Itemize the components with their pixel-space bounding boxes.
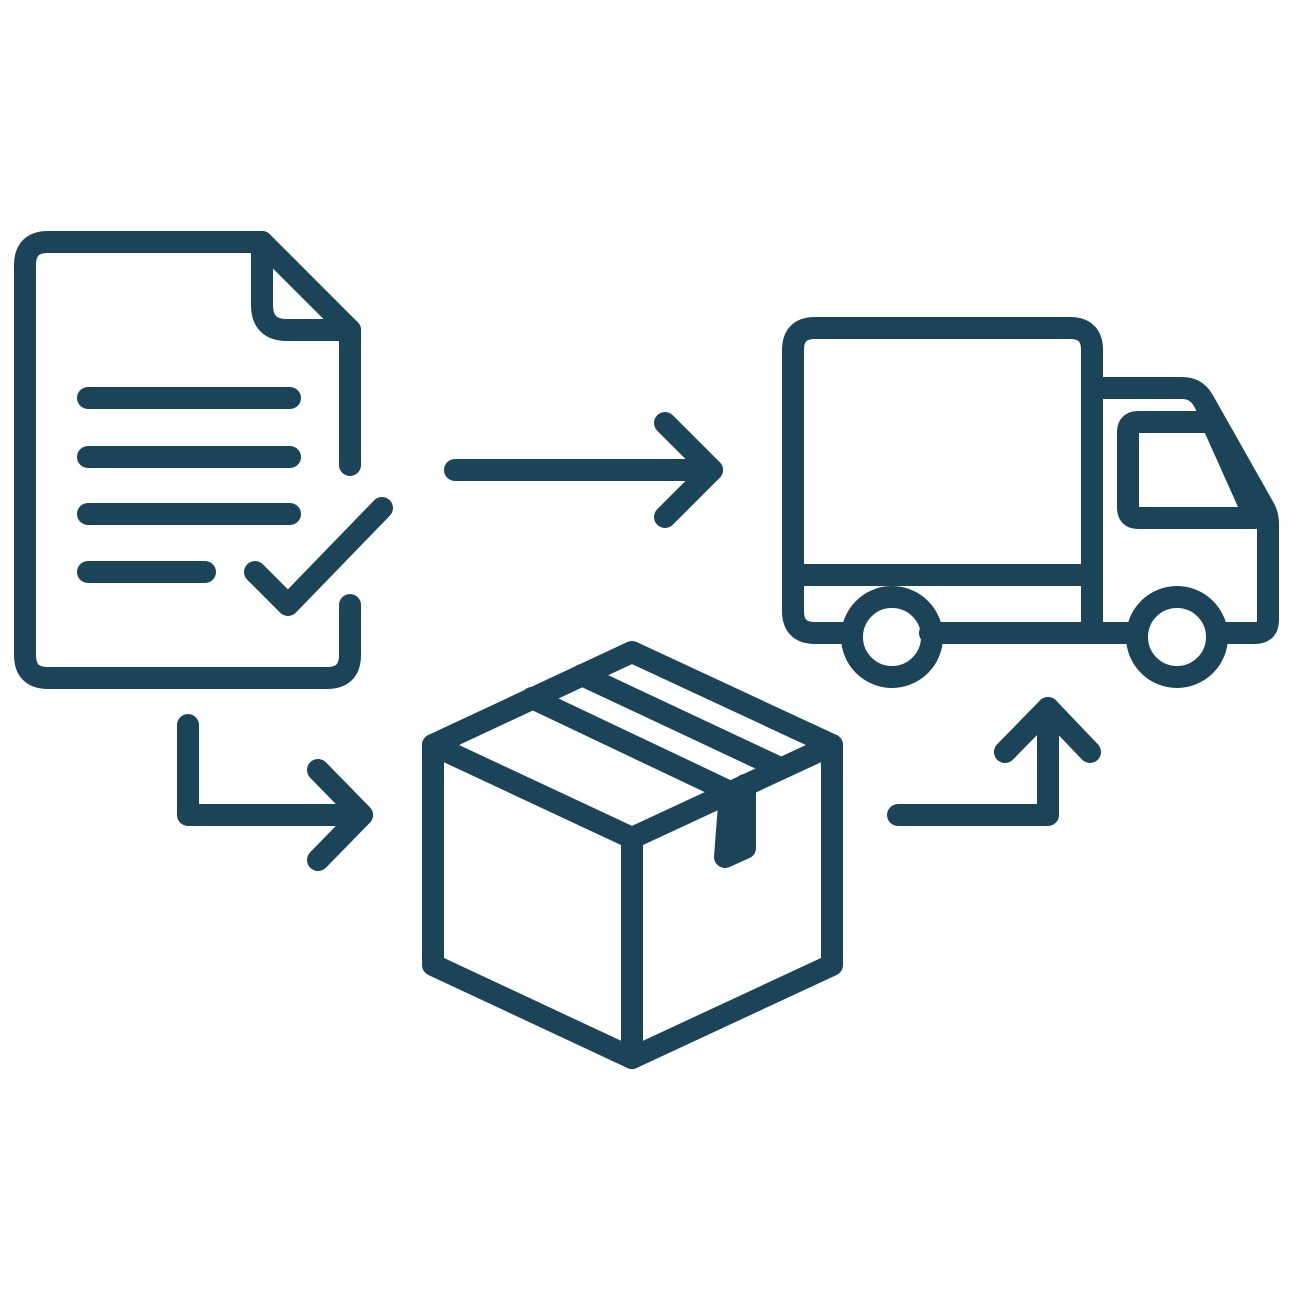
elbow-arrow-shaft	[177, 714, 373, 826]
arrow-right-icon	[444, 412, 723, 528]
truck-cargo-box	[782, 317, 1103, 644]
arrow-head	[654, 412, 723, 528]
checkmark-icon	[244, 497, 393, 616]
box-tape-left	[521, 687, 741, 803]
box-tape-flap	[714, 774, 756, 868]
elbow-up-arrow-head	[994, 697, 1101, 763]
truck-window	[1117, 411, 1266, 529]
elbow-up-arrow-shaft	[887, 697, 1059, 826]
document-check-icon	[14, 231, 393, 689]
document-outline	[14, 231, 361, 689]
truck-front-wheel	[1126, 586, 1228, 688]
document-fold	[251, 231, 361, 341]
arrow-elbow-up-icon	[887, 697, 1101, 826]
arrow-elbow-right-icon	[177, 714, 373, 871]
delivery-truck-icon	[782, 317, 1279, 688]
box-tape-right	[571, 664, 791, 779]
package-box-icon	[422, 641, 843, 1069]
truck-cab	[1081, 377, 1279, 644]
elbow-arrow-head	[307, 759, 373, 871]
truck-rear-wheel	[841, 586, 943, 688]
